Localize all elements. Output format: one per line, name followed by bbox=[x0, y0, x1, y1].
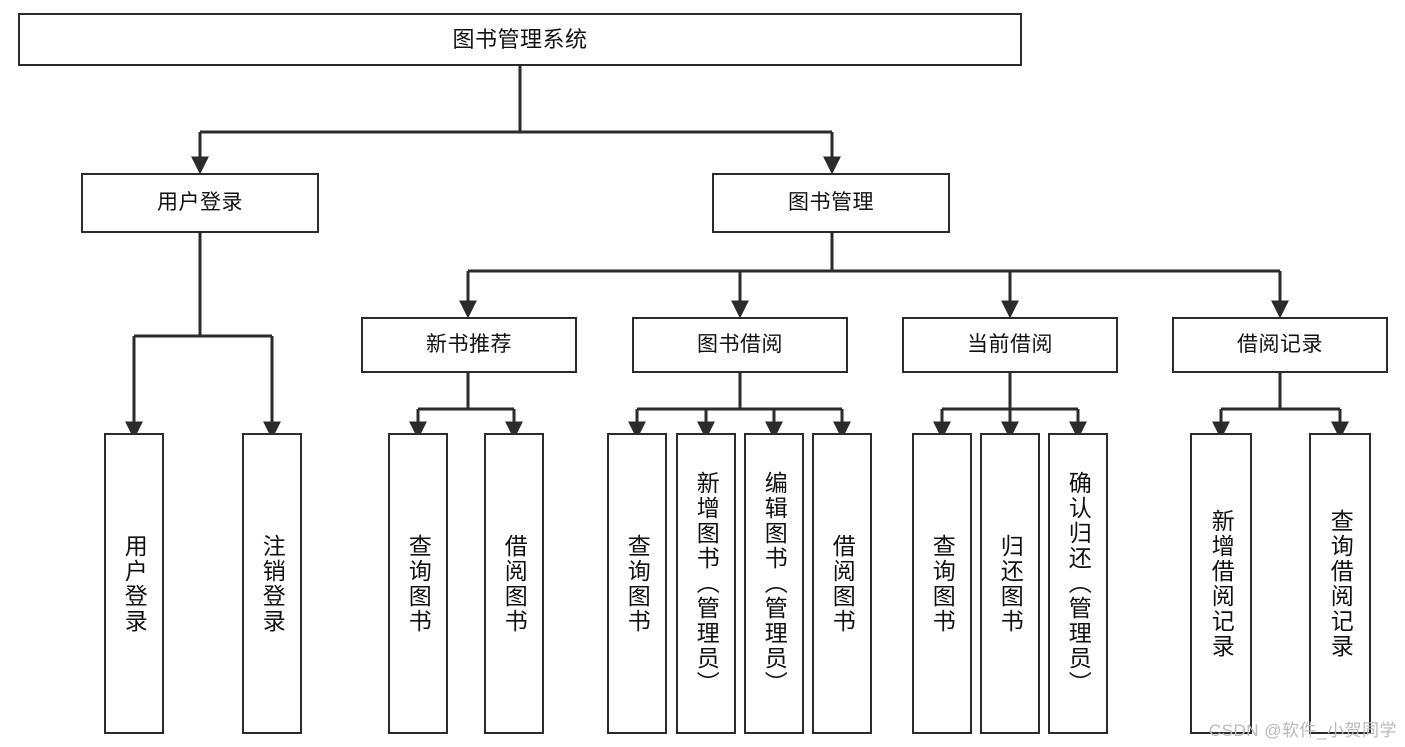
node-borrow-record[interactable]: 借阅记录 bbox=[1172, 317, 1388, 373]
csdn-watermark: CSDN @软件_小贺同学 bbox=[1208, 721, 1397, 740]
node-label: 查询图书 bbox=[405, 533, 432, 634]
node-leaf-user-login[interactable]: 用户登录 bbox=[104, 433, 164, 734]
node-label: 查询图书 bbox=[929, 533, 956, 634]
node-label: 新增借阅记录 bbox=[1208, 508, 1235, 659]
node-leaf-add-record[interactable]: 新增借阅记录 bbox=[1190, 433, 1252, 734]
node-label: 注销登录 bbox=[259, 533, 286, 634]
node-root-system[interactable]: 图书管理系统 bbox=[18, 13, 1022, 66]
node-label: 图书管理 bbox=[788, 190, 874, 214]
node-label: 确认归还（管理员） bbox=[1065, 471, 1092, 696]
node-leaf-borrow-book-1[interactable]: 借阅图书 bbox=[484, 433, 544, 734]
node-label: 归还图书 bbox=[997, 533, 1024, 634]
node-label: 借阅记录 bbox=[1237, 332, 1323, 356]
node-label: 图书借阅 bbox=[697, 332, 783, 356]
node-leaf-query-book-3[interactable]: 查询图书 bbox=[912, 433, 972, 734]
node-label: 编辑图书（管理员） bbox=[761, 471, 788, 696]
node-book-manage[interactable]: 图书管理 bbox=[712, 173, 950, 233]
node-leaf-logout[interactable]: 注销登录 bbox=[242, 433, 302, 734]
node-label: 新书推荐 bbox=[426, 332, 512, 356]
node-leaf-query-record[interactable]: 查询借阅记录 bbox=[1309, 433, 1371, 734]
node-label: 图书管理系统 bbox=[452, 26, 588, 52]
node-label: 用户登录 bbox=[121, 533, 148, 634]
node-leaf-edit-book[interactable]: 编辑图书（管理员） bbox=[744, 433, 804, 734]
node-leaf-confirm-return[interactable]: 确认归还（管理员） bbox=[1048, 433, 1108, 734]
node-leaf-return-book[interactable]: 归还图书 bbox=[980, 433, 1040, 734]
node-leaf-borrow-book-2[interactable]: 借阅图书 bbox=[812, 433, 872, 734]
node-label: 查询借阅记录 bbox=[1327, 508, 1354, 659]
node-label: 当前借阅 bbox=[967, 332, 1053, 356]
node-leaf-query-book-2[interactable]: 查询图书 bbox=[607, 433, 667, 734]
node-leaf-add-book[interactable]: 新增图书（管理员） bbox=[676, 433, 736, 734]
node-current-borrow[interactable]: 当前借阅 bbox=[902, 317, 1118, 373]
node-label: 借阅图书 bbox=[829, 533, 856, 634]
node-user-login[interactable]: 用户登录 bbox=[81, 173, 319, 233]
node-new-book-recommend[interactable]: 新书推荐 bbox=[361, 317, 577, 373]
node-label: 借阅图书 bbox=[501, 533, 528, 634]
node-label: 新增图书（管理员） bbox=[693, 471, 720, 696]
node-label: 用户登录 bbox=[157, 190, 243, 214]
node-leaf-query-book-1[interactable]: 查询图书 bbox=[388, 433, 448, 734]
node-label: 查询图书 bbox=[624, 533, 651, 634]
node-book-borrow[interactable]: 图书借阅 bbox=[632, 317, 848, 373]
